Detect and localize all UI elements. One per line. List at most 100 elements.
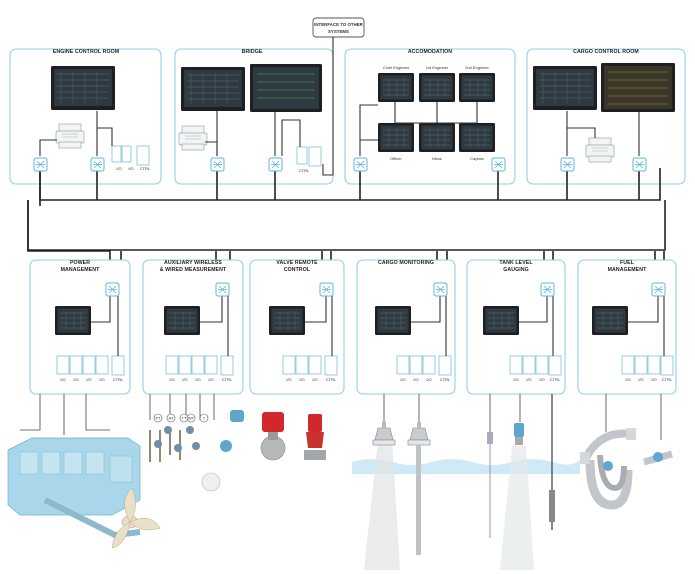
cargo-room-printer-icon xyxy=(585,137,615,163)
svg-text:I/O: I/O xyxy=(73,377,78,382)
svg-text:1st Engineer: 1st Engineer xyxy=(426,65,449,70)
cargo-room-monitor-left xyxy=(532,65,598,111)
svg-text:TT: TT xyxy=(182,416,187,421)
svg-text:WT: WT xyxy=(188,416,195,421)
engine-room-title: ENGINE CONTROL ROOM xyxy=(53,49,119,55)
svg-text:Mess: Mess xyxy=(432,156,442,161)
svg-text:PT: PT xyxy=(155,416,161,421)
svg-text:I/O: I/O xyxy=(526,377,531,382)
cabin-monitor xyxy=(377,72,415,103)
svg-text:I/O: I/O xyxy=(208,377,213,382)
subsystem-title: TANK LEVEL xyxy=(499,260,533,266)
svg-text:CTRL: CTRL xyxy=(550,377,561,382)
svg-text:2nd Engineer: 2nd Engineer xyxy=(465,65,489,70)
network-switch-icon xyxy=(210,157,225,172)
cargo-room-title: CARGO CONTROL ROOM xyxy=(573,49,639,55)
subsystem-fuel: FUEL MANAGEMENT I/O I/O I/O CTRL xyxy=(577,259,677,395)
svg-text:I/O: I/O xyxy=(286,377,291,382)
subsystem-monitor xyxy=(591,305,629,336)
bridge-printer-icon xyxy=(178,125,208,151)
field-equipment: PT AT TT WT T xyxy=(7,394,673,570)
bridge-io-modules: CTRL xyxy=(296,146,322,173)
subsystem-monitor xyxy=(482,305,520,336)
subsystem-title: VALVE REMOTE xyxy=(276,260,318,266)
network-switch-icon xyxy=(215,282,230,297)
subsystem-tank-level: TANK LEVEL GAUGING I/O I/O I/O CTRL xyxy=(466,259,566,395)
subsystem-auxiliary: AUXILIARY WIRELESS & WIRED MEASUREMENT I… xyxy=(142,259,244,395)
engine-block-icon xyxy=(7,437,141,539)
svg-text:I/O: I/O xyxy=(128,166,133,171)
cabin-monitor xyxy=(418,122,456,153)
svg-text:I/O: I/O xyxy=(169,377,174,382)
svg-text:CTRL: CTRL xyxy=(140,166,151,171)
network-switch-icon xyxy=(33,157,48,172)
network-switch-icon xyxy=(560,157,575,172)
svg-text:CTRL: CTRL xyxy=(222,377,233,382)
svg-text:CTRL: CTRL xyxy=(440,377,451,382)
svg-text:I/O: I/O xyxy=(60,377,65,382)
svg-text:I/O: I/O xyxy=(86,377,91,382)
cargo-control-room: CARGO CONTROL ROOM xyxy=(526,48,686,185)
svg-text:I/O: I/O xyxy=(312,377,317,382)
svg-text:MANAGEMENT: MANAGEMENT xyxy=(608,267,647,273)
cabin-monitor xyxy=(377,122,415,153)
subsystem-valve: VALVE REMOTE CONTROL I/O I/O I/O CTRL xyxy=(249,259,345,395)
svg-text:I/O: I/O xyxy=(413,377,418,382)
svg-text:AT: AT xyxy=(169,416,174,421)
svg-text:GAUGING: GAUGING xyxy=(503,267,529,273)
svg-text:I/O: I/O xyxy=(426,377,431,382)
svg-text:MANAGEMENT: MANAGEMENT xyxy=(61,267,100,273)
cargo-sensors-icon xyxy=(364,394,431,570)
svg-text:I/O: I/O xyxy=(182,377,187,382)
valve-actuators-icon xyxy=(260,412,326,461)
svg-text:I/O: I/O xyxy=(299,377,304,382)
svg-text:T: T xyxy=(203,416,206,421)
network-wiring xyxy=(27,37,666,283)
svg-text:SYSTEMS: SYSTEMS xyxy=(328,29,349,34)
svg-text:I/O: I/O xyxy=(513,377,518,382)
svg-text:CTRL: CTRL xyxy=(662,377,673,382)
svg-text:I/O: I/O xyxy=(539,377,544,382)
accommodation-title: ACCOMODATION xyxy=(408,49,452,55)
network-switch-icon xyxy=(268,157,283,172)
svg-text:I/O: I/O xyxy=(638,377,643,382)
engine-control-room: ENGINE CONTROL ROOM I/O I/O CTRL xyxy=(9,48,162,185)
bridge-room: BRIDGE CTRL xyxy=(174,48,334,185)
svg-text:Captain: Captain xyxy=(470,156,484,161)
svg-text:Officer: Officer xyxy=(390,156,402,161)
network-switch-icon xyxy=(433,282,448,297)
interface-box: INTERFACE TO OTHER SYSTEMS xyxy=(312,17,365,38)
subsystem-monitor xyxy=(163,305,201,336)
subsystem-monitor xyxy=(268,305,306,336)
bridge-title: BRIDGE xyxy=(242,49,263,55)
accommodation-label: Chief Engineer xyxy=(383,65,410,70)
network-switch-icon xyxy=(491,157,506,172)
propeller-icon xyxy=(111,487,161,549)
network-switch-icon xyxy=(319,282,334,297)
subsystem-monitor xyxy=(54,305,92,336)
svg-text:I/O: I/O xyxy=(625,377,630,382)
network-switch-icon xyxy=(632,157,647,172)
fuel-flowmeter-icon xyxy=(580,394,673,510)
network-switch-icon xyxy=(90,157,105,172)
network-switch-icon xyxy=(353,157,368,172)
network-switch-icon xyxy=(540,282,555,297)
svg-text:I/O: I/O xyxy=(400,377,405,382)
interface-title: INTERFACE TO OTHER xyxy=(314,22,364,27)
subsystem-power: POWER MANAGEMENT I/O I/O I/O I/O CTRL xyxy=(29,259,131,395)
subsystem-cargo-monitoring: CARGO MONITORING I/O I/O I/O CTRL xyxy=(356,259,456,395)
subsystem-title: POWER xyxy=(70,260,90,266)
sensor-cluster: PT AT TT WT T xyxy=(149,410,244,492)
engine-room-io-modules: I/O I/O CTRL xyxy=(111,145,151,171)
svg-text:I/O: I/O xyxy=(116,166,121,171)
svg-text:CTRL: CTRL xyxy=(326,377,337,382)
bridge-monitor-left xyxy=(180,66,246,112)
engine-room-monitor xyxy=(50,65,116,111)
accommodation-room: ACCOMODATION Chief Engineer 1st Engineer… xyxy=(344,48,516,185)
svg-text:CONTROL: CONTROL xyxy=(284,267,311,273)
cabin-monitor xyxy=(458,72,496,103)
network-switch-icon xyxy=(105,282,120,297)
subsystem-title: CARGO MONITORING xyxy=(378,260,434,266)
engine-room-printer-icon xyxy=(55,123,85,149)
